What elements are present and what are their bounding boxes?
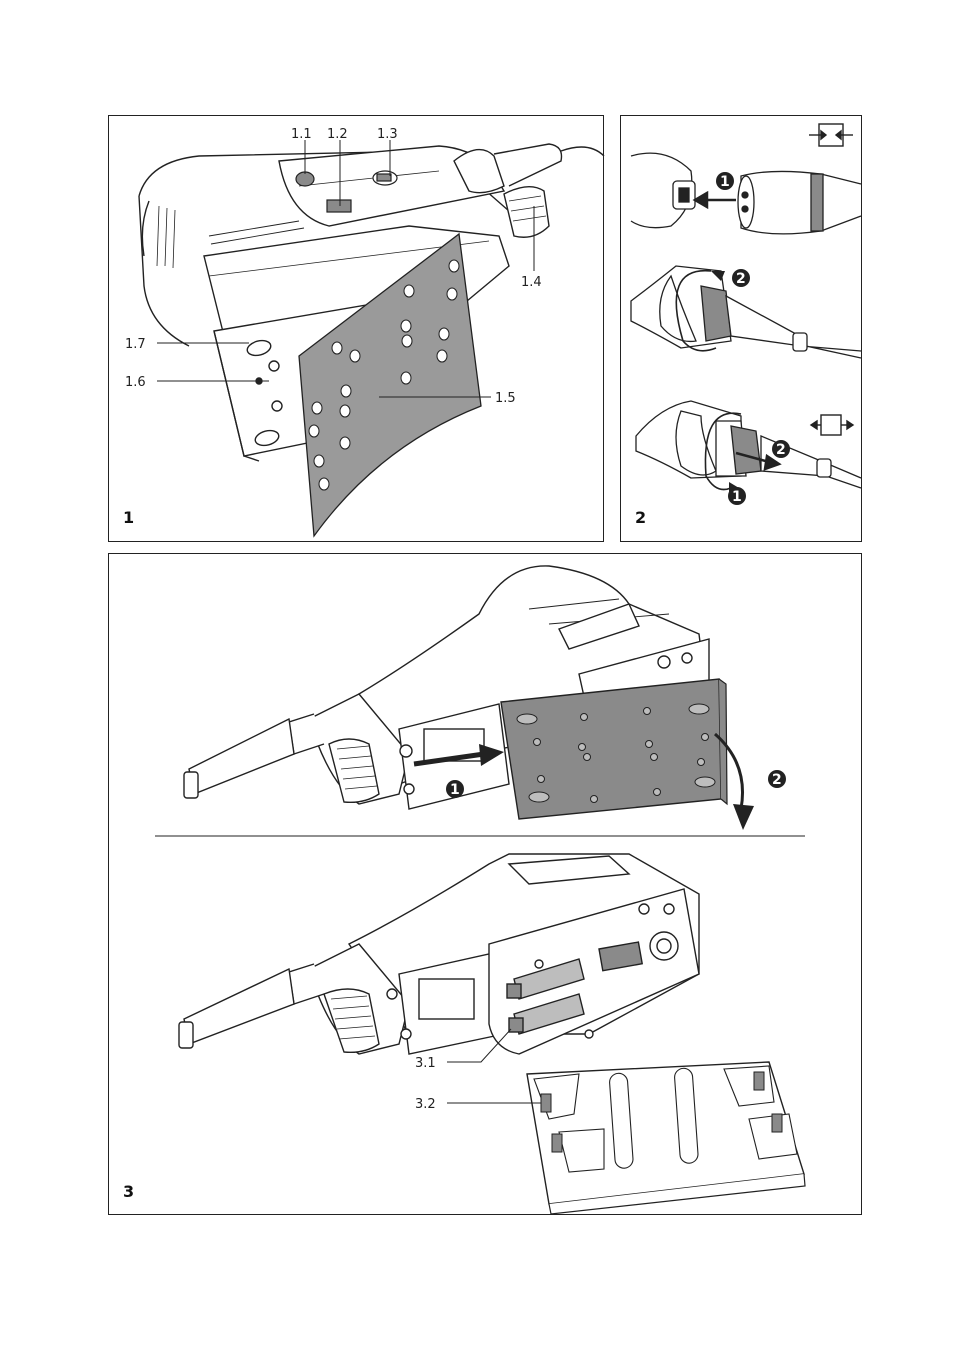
step-badge-2b: 2 [776,442,786,458]
sander-diagram-fig1: 1.1 1.2 1.3 1.4 1.5 1.6 1.7 [109,116,605,543]
label-1-2: 1.2 [327,127,348,142]
connector-diagram-fig2: 1 2 [621,116,863,543]
label-1-5: 1.5 [495,391,516,406]
figure-number-3: 3 [123,1182,134,1201]
step-badge-1a: 1 [720,174,730,190]
figure-number-1: 1 [123,508,134,527]
step-badge-3-1: 1 [450,782,460,798]
figure-1-panel: 1.1 1.2 1.3 1.4 1.5 1.6 1.7 1 [108,115,604,542]
label-1-4: 1.4 [521,275,542,290]
figure-number-2: 2 [635,508,646,527]
figure-3-panel: 1 2 [108,553,862,1215]
figure-2-panel: 1 2 [620,115,862,542]
step-badge-3-2: 2 [772,772,782,788]
label-3-2: 3.2 [415,1097,436,1112]
disconnect-icon [811,415,853,435]
step-badge-2a: 2 [736,271,746,287]
label-1-1: 1.1 [291,127,312,142]
label-1-7: 1.7 [125,337,146,352]
label-1-6: 1.6 [125,375,146,390]
connect-icon [809,124,853,146]
step-badge-1b: 1 [732,489,742,505]
pad-change-diagram-fig3: 1 2 [109,554,863,1216]
label-1-3: 1.3 [377,127,398,142]
label-3-1: 3.1 [415,1056,436,1071]
